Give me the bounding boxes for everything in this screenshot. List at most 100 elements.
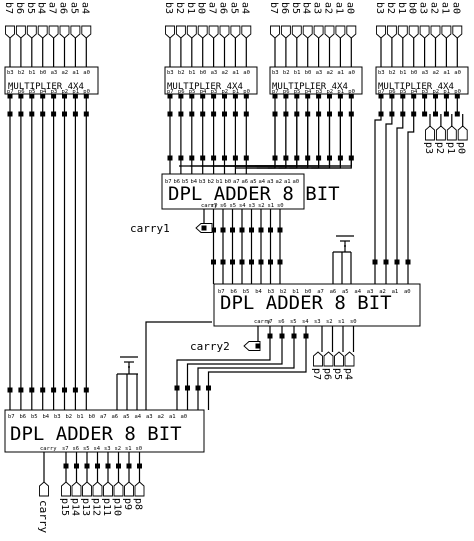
adder2-pin-b1: b1 xyxy=(292,289,299,295)
multiplier-pin-a1: a1 xyxy=(232,70,239,76)
adder2-out-s1: s1 xyxy=(338,319,345,325)
multiplier-pin-p5: p5 xyxy=(29,89,36,95)
input-port-b6 xyxy=(15,25,26,39)
output-label-p1: p1 xyxy=(445,142,456,154)
multiplier-pin-p0: p0 xyxy=(348,89,355,95)
wire-node xyxy=(239,227,245,233)
output-label-p10: p10 xyxy=(112,498,123,516)
multiplier-pin-b1: b1 xyxy=(294,70,301,76)
multiplier-pin-p4: p4 xyxy=(40,89,47,95)
multiplier-pin-p5: p5 xyxy=(400,89,407,95)
multiplier-pin-p0: p0 xyxy=(243,89,250,95)
output-label-p12: p12 xyxy=(91,498,102,516)
input-label-b2: b2 xyxy=(385,2,396,14)
multiplier-pin-p5: p5 xyxy=(294,89,301,95)
multiplier-pin-a3: a3 xyxy=(51,70,58,76)
bus-adder2-to-adder3 xyxy=(197,326,295,388)
bus-m4-to-adder2 xyxy=(374,114,382,262)
multiplier-pin-b1: b1 xyxy=(189,70,196,76)
multiplier-pin-a3: a3 xyxy=(422,70,429,76)
input-port-a4 xyxy=(81,25,92,39)
output-port-p14 xyxy=(71,481,82,497)
multiplier-pin-b3: b3 xyxy=(378,70,385,76)
output-port-p12 xyxy=(92,481,103,497)
output-label-p4: p4 xyxy=(343,368,354,380)
adder3-pin-a2: a2 xyxy=(158,414,165,420)
adder2-pin-b3: b3 xyxy=(268,289,275,295)
input-port-a0 xyxy=(346,25,357,39)
input-port-b0 xyxy=(197,25,208,39)
adder1-pin-a4: a4 xyxy=(259,179,266,185)
adder2-out-s7: s7 xyxy=(266,319,273,325)
input-port-b5 xyxy=(291,25,302,39)
multiplier-pin-a0: a0 xyxy=(83,70,90,76)
input-label-a3: a3 xyxy=(312,2,323,14)
adder3-out-s4: s4 xyxy=(94,446,101,452)
input-label-a0: a0 xyxy=(344,2,355,14)
input-label-a4: a4 xyxy=(239,2,250,14)
input-port-a5 xyxy=(230,25,241,39)
output-label-p2: p2 xyxy=(434,142,445,154)
adder3-out-s3: s3 xyxy=(104,446,111,452)
input-label-b5: b5 xyxy=(290,2,301,14)
input-port-b1 xyxy=(397,25,408,39)
input-label-a7: a7 xyxy=(207,2,218,14)
multiplier-pin-a3: a3 xyxy=(316,70,323,76)
adder3-pin-b6: b6 xyxy=(20,414,27,420)
multiplier-pin-b0: b0 xyxy=(40,70,47,76)
multiplier-2-title: MULTIPLIER 4X4 xyxy=(167,82,243,92)
multiplier-pin-p1: p1 xyxy=(232,89,239,95)
adder3-pin-a4: a4 xyxy=(135,414,142,420)
wire-node xyxy=(201,225,207,231)
wire-node xyxy=(84,463,90,469)
output-label-p14: p14 xyxy=(70,498,81,516)
adder2-pin-b7: b7 xyxy=(218,289,225,295)
bus-m3-hop xyxy=(267,160,309,169)
output-port-p9 xyxy=(124,481,134,497)
multiplier-4-box xyxy=(375,66,469,95)
wire-node xyxy=(249,227,254,233)
input-port-a5 xyxy=(70,25,81,39)
adder3-out-s0: s0 xyxy=(136,446,143,452)
multiplier-pin-p3: p3 xyxy=(211,89,218,95)
multiplier-pin-p5: p5 xyxy=(189,89,196,95)
adder-2-box xyxy=(213,283,421,327)
input-port-a1 xyxy=(335,25,346,39)
adder1-pin-a6: a6 xyxy=(242,179,249,185)
carry2-label: carry2 xyxy=(190,340,230,353)
input-port-a7 xyxy=(48,25,59,39)
adder1-pin-b1: b1 xyxy=(216,179,223,185)
multiplier-pin-p7: p7 xyxy=(272,89,279,95)
adder3-out-s6: s6 xyxy=(73,446,80,452)
adder2-out-s2: s2 xyxy=(326,319,333,325)
input-label-b1: b1 xyxy=(396,2,407,14)
adder3-out-carry: carry xyxy=(40,446,57,452)
input-port-a2 xyxy=(430,25,441,39)
adder3-pin-b7: b7 xyxy=(8,414,15,420)
multiplier-pin-b2: b2 xyxy=(18,70,25,76)
bus-m3-hop xyxy=(235,160,276,169)
multiplier-pin-p6: p6 xyxy=(283,89,290,95)
adder3-pin-b4: b4 xyxy=(43,414,50,420)
input-port-b0 xyxy=(408,25,419,39)
adder-2-title: DPL ADDER 8 BIT xyxy=(220,292,392,314)
wire-node xyxy=(422,111,428,117)
multiplier-pin-p6: p6 xyxy=(178,89,185,95)
adder3-pin-a1: a1 xyxy=(169,414,176,420)
input-port-b1 xyxy=(186,25,197,39)
wire-node xyxy=(230,227,235,233)
output-port-p15 xyxy=(61,481,71,497)
input-port-b3 xyxy=(165,25,175,39)
input-label-a2: a2 xyxy=(429,2,440,14)
input-label-a6: a6 xyxy=(218,2,229,14)
multiplier-2-box xyxy=(164,66,258,95)
multiplier-3-box xyxy=(269,66,363,95)
input-label-b7: b7 xyxy=(3,2,14,14)
output-label-p15: p15 xyxy=(59,498,70,516)
bus-m3-hop xyxy=(300,160,341,169)
bus-m3-hop xyxy=(278,160,320,169)
adder1-pin-a3: a3 xyxy=(267,179,274,185)
multiplier-pin-p6: p6 xyxy=(18,89,25,95)
bus-adder2-to-adder3 xyxy=(176,326,271,388)
adder1-pin-a7: a7 xyxy=(233,179,240,185)
